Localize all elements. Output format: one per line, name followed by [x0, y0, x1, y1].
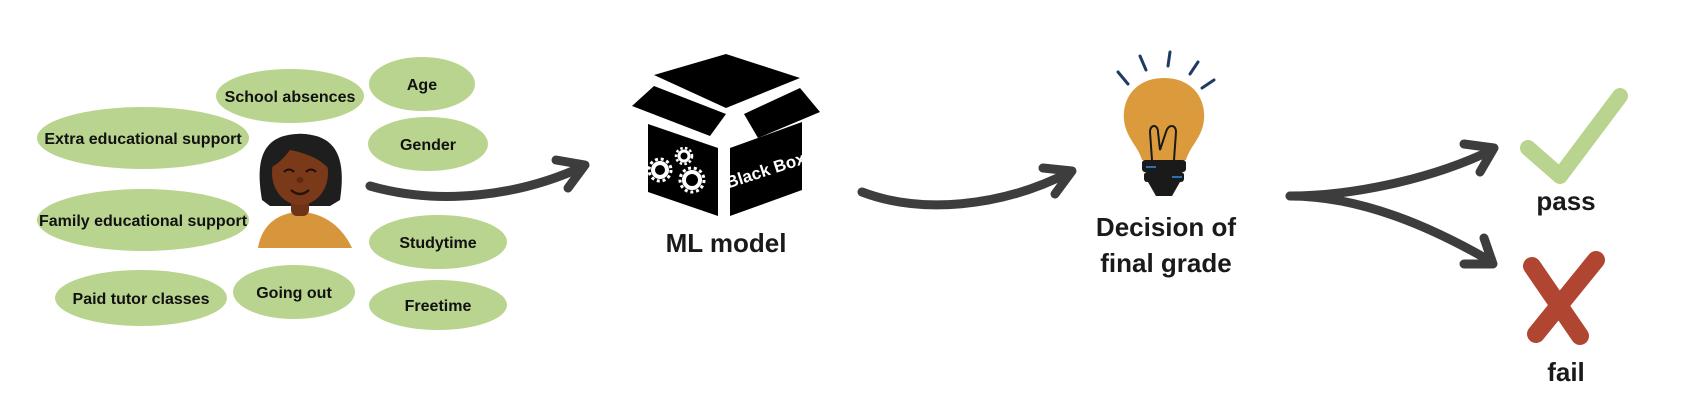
- light-bulb-icon: [1116, 50, 1216, 196]
- feature-extra-educational-support: Extra educational support: [37, 107, 249, 169]
- feature-label: Studytime: [399, 235, 476, 252]
- fail-label: fail: [1547, 357, 1585, 387]
- feature-label: Going out: [256, 285, 332, 302]
- feature-going-out: Going out: [233, 265, 355, 319]
- arrow-model-to-decision: [857, 163, 1077, 210]
- feature-label: Family educational support: [39, 213, 248, 230]
- arrow-to-fail: [1285, 191, 1498, 269]
- pass-label: pass: [1536, 186, 1595, 216]
- feature-label: Age: [407, 77, 437, 94]
- decision-label-line1: Decision of: [1096, 212, 1236, 242]
- feature-label: Gender: [400, 137, 456, 154]
- feature-label: School absences: [225, 89, 356, 106]
- model-label: ML model: [666, 228, 787, 258]
- arrow-input-to-model: [365, 155, 590, 201]
- feature-label: Paid tutor classes: [73, 291, 210, 308]
- cross-icon: [1523, 251, 1605, 345]
- feature-label: Extra educational support: [44, 131, 242, 148]
- gear-icon: [647, 146, 706, 194]
- student-avatar: [258, 133, 352, 248]
- feature-studytime: Studytime: [369, 215, 507, 269]
- feature-age: Age: [369, 57, 475, 111]
- decision-label-line2: final grade: [1100, 248, 1231, 278]
- feature-paid-tutor-classes: Paid tutor classes: [55, 270, 227, 326]
- check-icon: [1520, 88, 1628, 184]
- feature-label: Freetime: [405, 298, 472, 315]
- arrow-to-pass: [1285, 139, 1499, 201]
- feature-freetime: Freetime: [369, 280, 507, 330]
- feature-school-absences: School absences: [216, 69, 364, 123]
- black-box-icon: Black Box: [632, 54, 820, 216]
- feature-family-educational-support: Family educational support: [37, 189, 249, 251]
- feature-gender: Gender: [368, 117, 488, 171]
